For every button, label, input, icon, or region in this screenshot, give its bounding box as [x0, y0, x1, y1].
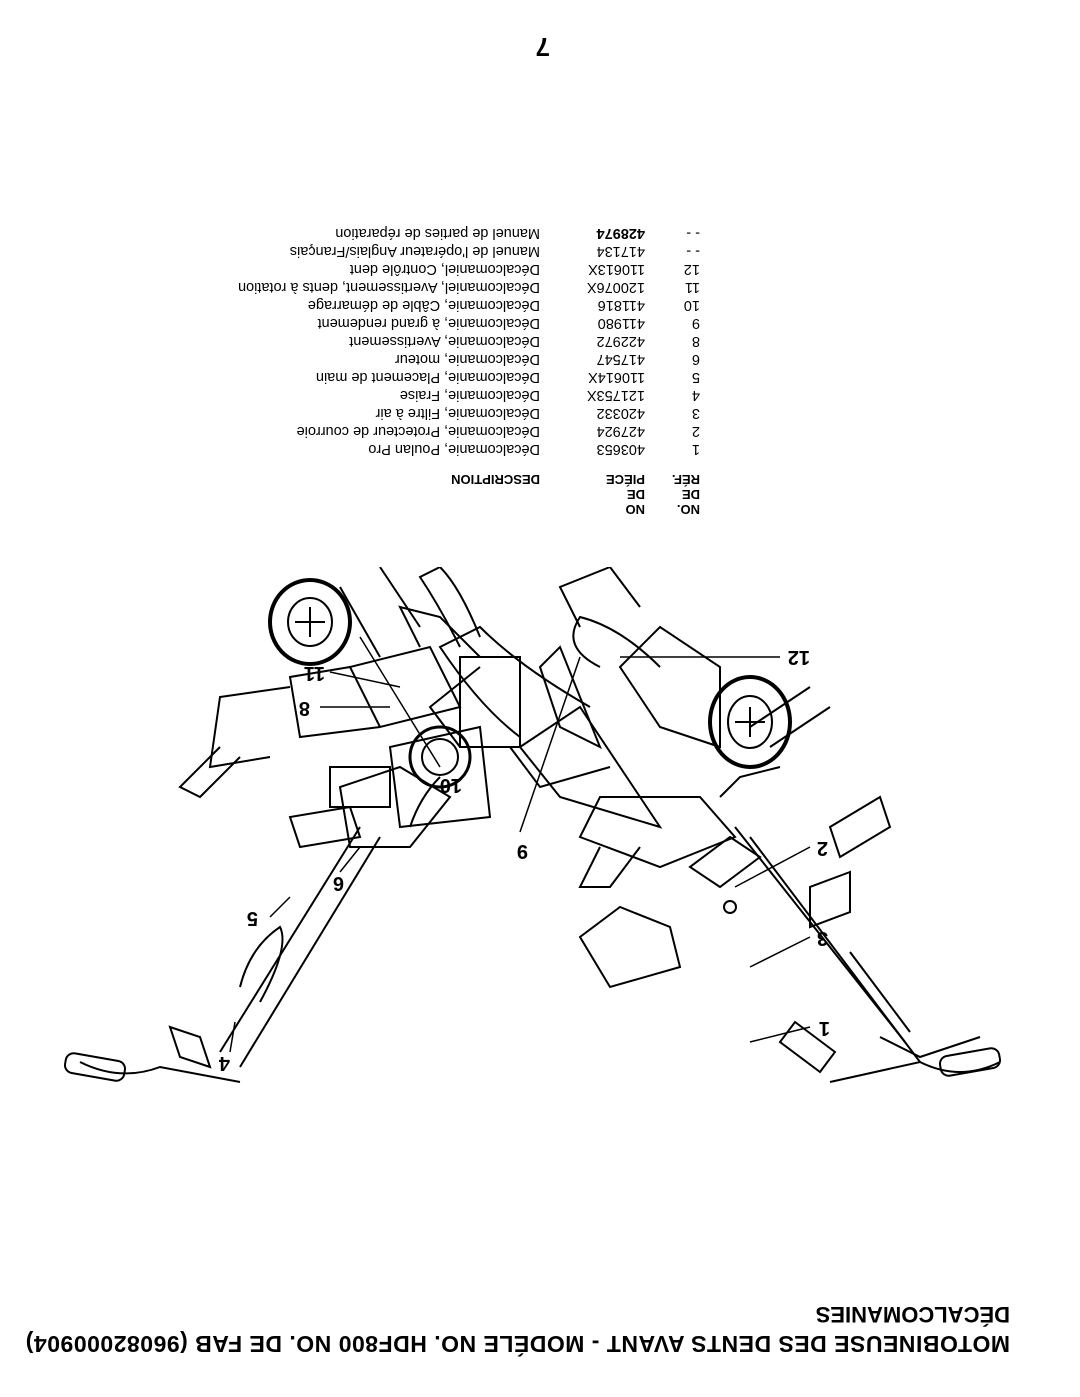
callout-1: 1 [819, 1017, 830, 1039]
ref-cell: 6 [691, 351, 700, 367]
callout-3: 3 [817, 927, 828, 949]
ref-cell: 12 [683, 261, 700, 277]
ref-cell: 9 [691, 315, 700, 331]
callout-4: 4 [218, 1052, 230, 1074]
ref-cell: 11 [684, 279, 700, 295]
ref-cell: - - [686, 225, 700, 241]
ref-cell: 2 [691, 423, 700, 439]
description-cell: Décalcomanie, à grand rendement [317, 315, 540, 331]
section-title: DÉCALCOMANIES [815, 1302, 1010, 1327]
description-cell: Décalcomanie, Avertissement [349, 333, 540, 349]
callout-12: 12 [788, 646, 810, 668]
description-cell: Décalcomaniel, Contrôle dent [349, 261, 540, 277]
ref-cell: 3 [691, 405, 700, 421]
description-cell: Manuel de parties de réparation [335, 225, 540, 241]
ref-cell: 10 [683, 297, 700, 313]
tiller-right-drawing [63, 567, 521, 1083]
part-number-cell: 411980 [597, 315, 645, 331]
callout-9: 9 [517, 840, 528, 862]
ref-cell: 8 [691, 333, 700, 349]
description-cell: Décalcomanie, Poulan Pro [368, 441, 540, 457]
tiller-illustrations: 1 2 3 12 9 4 5 6 8 11 10 [63, 567, 1002, 1083]
description-cell: Décalcomaniel, Avertissement, dents à ro… [238, 279, 540, 295]
part-number-cell: 411816 [597, 297, 645, 313]
description-cell: Décalcomanie, Fraise [399, 387, 540, 403]
callout-6: 6 [333, 872, 344, 894]
part-number-cell: 110614X [588, 369, 645, 385]
callout-10: 10 [440, 774, 462, 796]
callout-11: 11 [304, 662, 325, 684]
part-number-cell: 120076X [586, 279, 645, 295]
header-part: NO DE PIÉCE [605, 472, 645, 517]
part-number-cell: 428974 [596, 225, 645, 241]
callout-5: 5 [247, 907, 258, 929]
description-cell: Décalcomanie, moteur [394, 351, 540, 367]
page-number: 7 [535, 32, 550, 62]
ref-cell: 1 [691, 441, 700, 457]
callout-2: 2 [817, 837, 828, 859]
part-number-cell: 420332 [596, 405, 645, 421]
callout-8: 8 [299, 697, 310, 719]
description-cell: Décalcomanie, Placement de main [315, 369, 540, 385]
ref-cell: - - [686, 243, 700, 259]
ref-cell: 5 [691, 369, 700, 385]
part-number-cell: 403653 [596, 441, 645, 457]
description-cell: Décalcomanie, Filtre à air [375, 405, 540, 421]
tiller-left-drawing [428, 567, 1002, 1083]
part-number-cell: 417134 [596, 243, 645, 259]
page-title: MOTOBINEUSE DES DENTS AVANT - MODÉLE NO.… [25, 1331, 1010, 1357]
part-number-cell: 121753X [586, 387, 645, 403]
description-cell: Manuel de l'opérateur Anglais/Français [289, 243, 540, 259]
header-description: DESCRIPTION [451, 472, 540, 487]
ref-cell: 4 [691, 387, 700, 403]
callout-leaders [229, 636, 811, 1053]
part-number-cell: 110613X [588, 261, 645, 277]
description-cell: Décalcomanie, Protecteur de courroie [296, 423, 540, 439]
part-number-cell: 422972 [596, 333, 645, 349]
description-cell: Décalcomanie, Câble de démarrage [307, 297, 540, 313]
part-number-cell: 427924 [596, 423, 645, 439]
part-number-cell: 417547 [596, 351, 645, 367]
header-ref: NO. DE RÉF. [671, 472, 700, 517]
